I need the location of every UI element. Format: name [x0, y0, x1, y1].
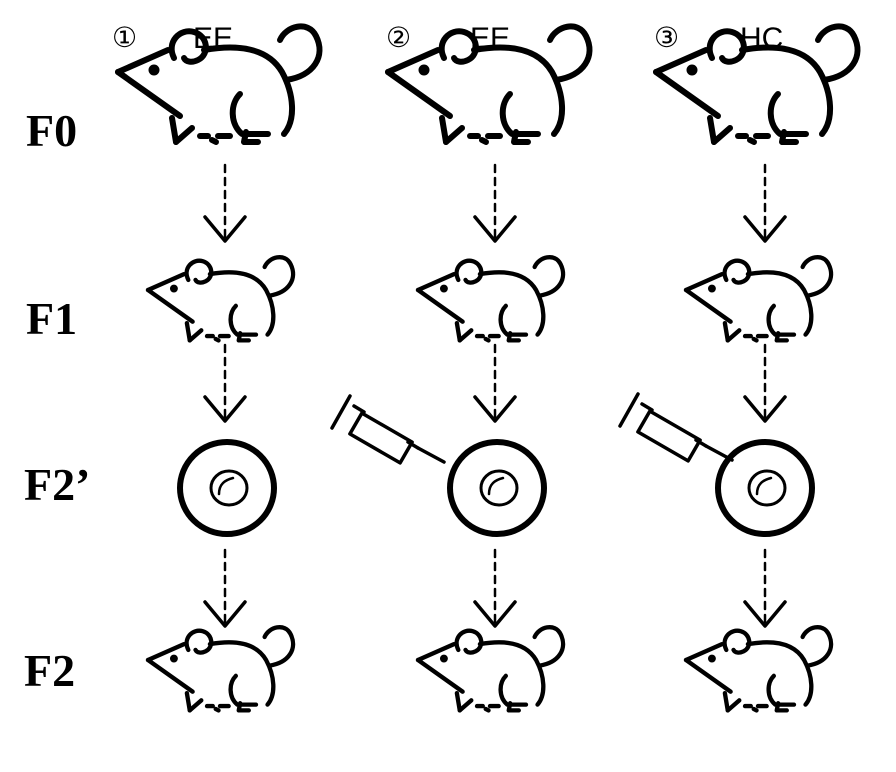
syringe-icon-col2: [330, 394, 446, 465]
generation-label-f2: F2: [24, 645, 76, 696]
f1-mouse-icon-col3: [686, 257, 831, 340]
generation-label-f2-prime: F2’: [24, 459, 91, 510]
f0-mouse-icon-col3: [656, 26, 857, 142]
f0-mouse-icon-col2: [388, 26, 589, 142]
arrow-down-icon-col1-c: [203, 548, 247, 628]
arrow-down-icon-col2-a: [473, 163, 517, 243]
oocyte-icon-col2: [450, 442, 544, 534]
oocyte-icon-col3: [718, 442, 812, 534]
oocyte-icon-col1: [180, 442, 274, 534]
generation-label-f0: F0: [26, 105, 78, 156]
f2-mouse-icon-col2: [418, 627, 563, 710]
f2-mouse-icon-col1: [148, 627, 293, 710]
syringe-icon-col3: [618, 392, 734, 463]
generation-label-f1: F1: [26, 293, 78, 344]
arrow-down-icon-col2-c: [473, 548, 517, 628]
column-3: [618, 26, 857, 710]
f1-mouse-icon-col1: [148, 257, 293, 340]
column-3-number: ③: [654, 21, 680, 54]
arrow-down-icon-col3-b: [743, 343, 787, 423]
arrow-down-icon-col1-a: [203, 163, 247, 243]
arrow-down-icon-col1-b: [203, 343, 247, 423]
arrow-down-icon-col3-a: [743, 163, 787, 243]
arrow-down-icon-col3-c: [743, 548, 787, 628]
column-2: [330, 26, 589, 710]
f0-mouse-icon-col1: [118, 26, 319, 142]
column-1: [118, 26, 319, 710]
arrow-down-icon-col2-b: [473, 343, 517, 423]
f1-mouse-icon-col2: [418, 257, 563, 340]
column-2-number: ②: [386, 21, 412, 54]
column-1-number: ①: [112, 21, 138, 54]
f2-mouse-icon-col3: [686, 627, 831, 710]
